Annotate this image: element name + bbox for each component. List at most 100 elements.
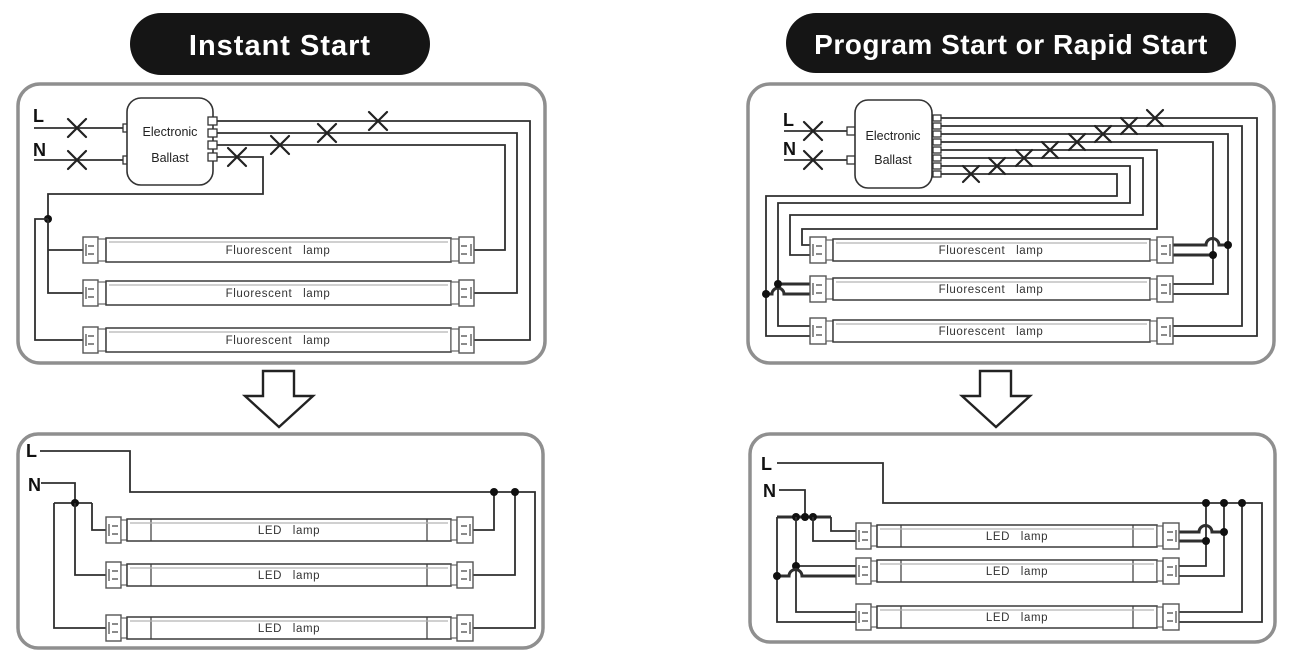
socket-pins: [1167, 565, 1177, 577]
lamp2-left-lower-wire: [766, 286, 810, 296]
junction-dot: [1220, 499, 1228, 507]
lamp-label: Fluorescent lamp: [226, 288, 331, 300]
lamp-endcap: [1156, 560, 1164, 582]
left-bus-wire: [47, 219, 83, 294]
ballast-terminal: [932, 170, 942, 178]
lamp2-right-wire: [473, 492, 516, 576]
lamp3-left-lower-wire: [776, 517, 856, 623]
lamp-socket: [1162, 522, 1180, 550]
junction-dot: [1209, 251, 1217, 259]
fluorescent-lamp-row: Fluorescent lamp: [82, 326, 475, 354]
led-lamp-row: LED lamp: [105, 614, 474, 642]
junction-dot: [1238, 499, 1246, 507]
lamp-socket: [456, 516, 474, 544]
ballast-terminal: [846, 126, 856, 136]
junction-dot: [511, 488, 519, 496]
lamp3-right-upper-wire: [1179, 503, 1243, 613]
socket-pins: [108, 524, 118, 536]
ballast-wire-2: [941, 125, 1243, 327]
line-label: L: [783, 110, 794, 130]
line-wire: [40, 450, 536, 629]
ballast-body: [854, 99, 933, 189]
panel-border: [748, 432, 1277, 644]
junction-dot: [1220, 528, 1228, 536]
lamp-endcap: [1149, 278, 1158, 300]
lamp-socket: [1156, 236, 1174, 264]
junction-dot: [792, 562, 800, 570]
down-arrow-icon: [241, 369, 317, 429]
socket-pins: [461, 287, 472, 299]
lamp-socket: [82, 326, 99, 354]
line-label: L: [26, 441, 37, 461]
lamp2-left-wire: [74, 503, 106, 576]
line-label: L: [33, 106, 44, 126]
fluorescent-panel-instant-start: L N Electronic Ballast: [16, 82, 547, 365]
ballast-terminal: [846, 155, 856, 165]
junction-dot: [774, 280, 782, 288]
title-pill-right: [786, 13, 1236, 73]
ballast-wire-4: [47, 156, 264, 219]
title-text-right: Program Start or Rapid Start: [814, 29, 1208, 60]
lamp3-left-wire: [53, 503, 106, 629]
cut-x-icon: [367, 110, 389, 132]
ballast-wire-1: [941, 117, 1258, 337]
socket-pins: [461, 622, 471, 634]
ballast-terminal: [932, 154, 942, 162]
ballast-terminal: [207, 152, 218, 162]
title-pill-left: [130, 13, 430, 75]
led-panel-program-start: L N: [748, 432, 1277, 644]
socket-pins: [812, 244, 822, 256]
ballast-label-1: Electronic: [143, 125, 198, 139]
lamp-socket: [1156, 275, 1174, 303]
cut-x-icon: [316, 122, 338, 144]
cut-x-icon: [1067, 132, 1087, 152]
neutral-label: N: [783, 139, 796, 159]
lamp-label: LED lamp: [258, 623, 320, 635]
lamp-socket: [855, 557, 872, 585]
socket-pins: [1161, 244, 1171, 256]
junction-dot: [762, 290, 770, 298]
junction-dot: [1224, 241, 1232, 249]
lamp-label: Fluorescent lamp: [226, 245, 331, 257]
neutral-wire: [779, 489, 806, 517]
cut-x-icon: [226, 146, 248, 168]
socket-pins: [85, 287, 94, 299]
ballast-terminal: [932, 130, 942, 138]
lamp1-right-upper-wire: [1179, 524, 1224, 534]
lamp-endcap: [450, 564, 458, 586]
led-lamp-row: LED lamp: [105, 516, 474, 544]
ballast-terminal: [932, 114, 942, 122]
ballast-wire-1: [217, 120, 531, 341]
lamp-endcap: [97, 238, 107, 262]
lamp3-left-upper-wire: [795, 517, 856, 613]
panel-border: [16, 82, 547, 365]
line-wire: [777, 462, 1263, 623]
lamp-endcap: [120, 519, 128, 541]
junction-dot: [1202, 499, 1210, 507]
socket-pins: [858, 565, 868, 577]
fluorescent-lamp-row: Fluorescent lamp: [82, 236, 475, 264]
lamp-label: LED lamp: [986, 566, 1048, 578]
fluorescent-panel-program-start: L N Electronic Ballast: [746, 82, 1276, 365]
ballast-terminal: [207, 116, 218, 126]
lamp-label: Fluorescent lamp: [939, 284, 1044, 296]
cut-x-icon: [987, 156, 1007, 176]
lamp-socket: [1162, 557, 1180, 585]
lamp-endcap: [120, 564, 128, 586]
fluorescent-lamp-row: Fluorescent lamp: [809, 317, 1174, 345]
socket-pins: [85, 334, 94, 346]
ballast-label-2: Ballast: [151, 151, 189, 165]
ballast-body: [126, 97, 214, 186]
lamp1-left-upper-wire: [830, 517, 856, 532]
lamp-endcap: [450, 238, 460, 262]
ballast-wire-6: [789, 157, 1144, 256]
socket-pins: [812, 325, 822, 337]
ballast-wire-7: [777, 165, 1131, 327]
fluorescent-lamp-row: Fluorescent lamp: [809, 236, 1174, 264]
lamp1-left-wire: [91, 503, 106, 531]
lamp-socket: [1162, 603, 1180, 631]
socket-pins: [461, 524, 471, 536]
lamp-endcap: [450, 328, 460, 352]
led-lamp-row: LED lamp: [105, 561, 474, 589]
led-panel-instant-start: L N LED lamp: [16, 432, 545, 650]
